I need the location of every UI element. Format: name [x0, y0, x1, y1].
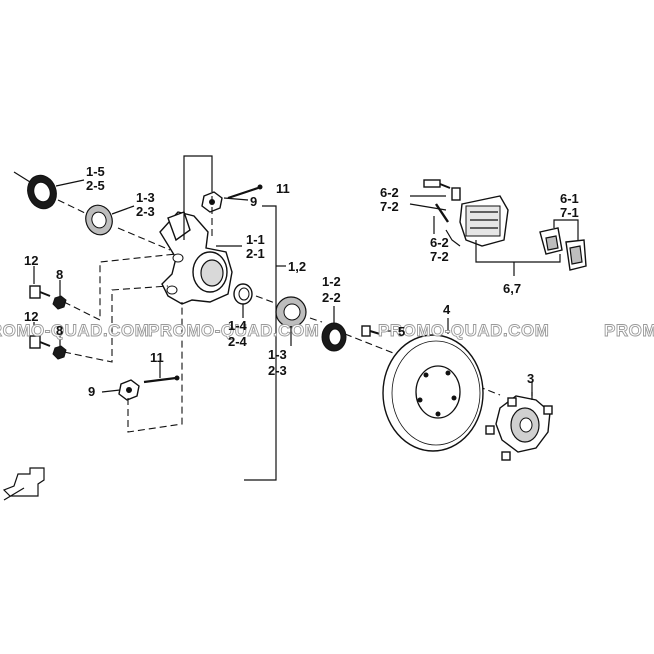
callout-caliper-assy: 6,7 — [503, 281, 521, 296]
callout-caliper-bolt-b: 7-2 — [430, 249, 449, 264]
callout-spacer-b: 2-4 — [228, 334, 248, 349]
bolt-12-top[interactable] — [29, 285, 51, 299]
callout-bolt-12-bottom: 12 — [24, 309, 38, 324]
callout-nut-8-bottom: 8 — [56, 323, 63, 338]
seal-inner[interactable] — [321, 322, 347, 352]
callout-seal-inner-a: 1-2 — [322, 274, 341, 289]
bolt-top[interactable] — [227, 184, 263, 200]
seal-outer[interactable] — [23, 171, 61, 213]
callout-caliper-pin-b: 7-2 — [380, 199, 399, 214]
disc-bolt[interactable] — [361, 325, 381, 337]
spacer[interactable] — [233, 283, 253, 305]
callout-knuckle-b: 2-1 — [246, 246, 265, 261]
watermarks: PROMO-QUAD.COM PROMO-QUAD.COM PROMO-QUAD… — [0, 321, 654, 341]
caliper-bolt[interactable] — [435, 203, 449, 223]
assembly-guides-left — [63, 196, 213, 433]
callout-seal-outer-b: 2-5 — [86, 178, 105, 193]
callout-pads-b: 7-1 — [560, 205, 579, 220]
assembly-bracket — [183, 155, 286, 481]
wheel-hub[interactable] — [485, 392, 553, 461]
callout-pads-a: 6-1 — [560, 191, 579, 206]
callout-bearing-upper-a: 1-3 — [136, 190, 155, 205]
caliper-bracket — [409, 195, 579, 276]
callout-bearing-lower-a: 1-3 — [268, 347, 287, 362]
callout-bearing-lower-b: 2-3 — [268, 363, 287, 378]
watermark: PROMO-QUAD.COM — [148, 321, 319, 340]
callout-seal-outer-a: 1-5 — [86, 164, 105, 179]
nut-bottom[interactable] — [118, 379, 140, 401]
steering-knuckle[interactable] — [159, 211, 233, 305]
caliper-pin[interactable] — [423, 179, 451, 189]
callout-seal-inner-b: 2-2 — [322, 290, 341, 305]
watermark: PROMO-QUAD.COM — [0, 321, 149, 340]
callout-knuckle-a: 1-1 — [246, 232, 265, 247]
watermark: PROMO-QUAD.COM — [604, 321, 654, 340]
nut-8-top[interactable] — [52, 295, 67, 310]
watermark: PROMO-QUAD.COM — [378, 321, 549, 340]
brake-caliper[interactable] — [451, 187, 509, 247]
callout-bolt-bottom: 11 — [150, 350, 164, 365]
callout-hub: 3 — [527, 371, 534, 386]
callout-caliper-pin-a: 6-2 — [380, 185, 399, 200]
callout-caliper-bolt-a: 6-2 — [430, 235, 449, 250]
bearing-upper[interactable] — [82, 201, 117, 238]
callout-disc: 4 — [443, 302, 451, 317]
bearing-lower[interactable] — [275, 296, 307, 328]
callout-bolt-12-top: 12 — [24, 253, 38, 268]
nut-8-bottom[interactable] — [52, 345, 67, 360]
brake-pads[interactable] — [539, 227, 587, 271]
callout-assembly: 1,2 — [288, 259, 306, 274]
brake-disc[interactable] — [382, 334, 484, 452]
callout-spacer-a: 1-4 — [228, 318, 248, 333]
leader-lines — [33, 179, 533, 396]
callout-labels: 1-5 2-5 1-3 2-3 11 9 1-1 2-1 1,2 12 8 12… — [24, 164, 579, 399]
bolt-12-bottom[interactable] — [29, 335, 51, 349]
bolt-bottom[interactable] — [143, 375, 180, 384]
front-arrow-icon — [2, 467, 45, 501]
callout-disc-bolt: 5 — [398, 324, 405, 339]
callout-nut-8-top: 8 — [56, 267, 63, 282]
callout-nut-bottom: 9 — [88, 384, 95, 399]
callout-bearing-upper-b: 2-3 — [136, 204, 155, 219]
callout-nut-top: 9 — [250, 194, 257, 209]
callout-bolt-top: 11 — [276, 181, 290, 196]
